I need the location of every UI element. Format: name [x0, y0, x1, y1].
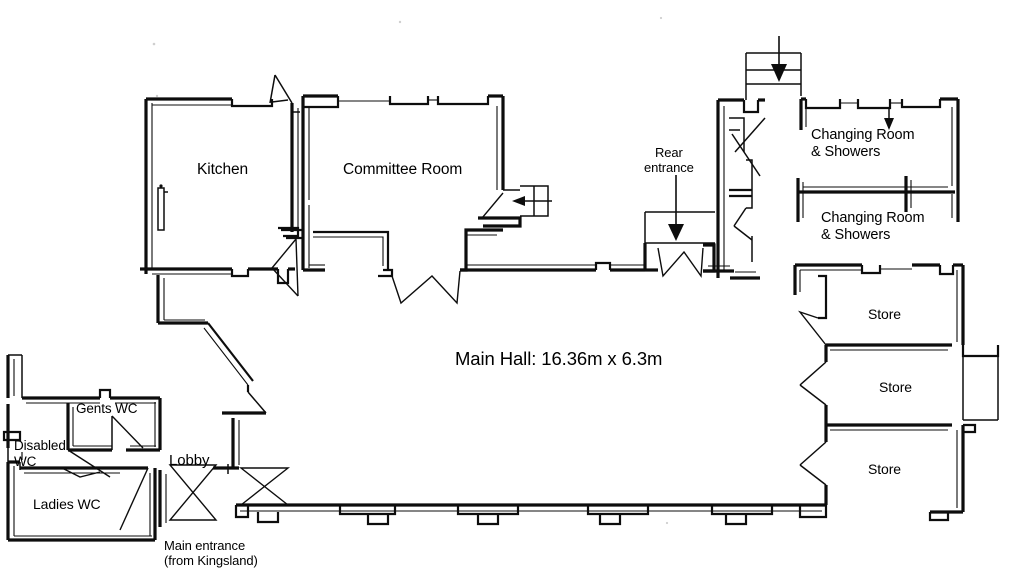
room-label-disabled-wc: Disabled WC — [14, 438, 66, 469]
room-label-lobby: Lobby — [169, 452, 210, 469]
room-label-main-hall: Main Hall: 16.36m x 6.3m — [455, 348, 663, 369]
room-kitchen-walls — [144, 74, 300, 285]
label-main-entrance: Main entrance (from Kingsland) — [164, 538, 258, 568]
top-entrance-group — [745, 36, 802, 100]
room-committee-walls — [281, 94, 528, 278]
room-label-kitchen: Kitchen — [197, 161, 248, 178]
room-label-changing-room-1: Changing Room & Showers — [811, 127, 915, 160]
stores-walls — [793, 263, 1000, 522]
room-label-store-3: Store — [868, 461, 901, 477]
side-entrance — [478, 185, 552, 228]
room-label-store-1: Store — [868, 306, 901, 322]
kitchen-door-swing — [271, 238, 299, 297]
east-spine-walls — [716, 98, 766, 280]
corridor-west-walls — [140, 267, 267, 474]
room-label-changing-room-2: Changing Room & Showers — [821, 210, 925, 243]
lobby-doors — [158, 464, 291, 527]
wc-block-walls — [2, 354, 162, 542]
rear-entrance-group — [643, 175, 734, 279]
room-label-ladies-wc: Ladies WC — [33, 496, 101, 512]
main-hall-south-wall — [234, 503, 828, 526]
room-label-gents-wc: Gents WC — [76, 401, 138, 416]
committee-room-double-door — [391, 270, 461, 305]
changing-rooms-walls — [796, 97, 960, 222]
label-rear-entrance: Rear entrance — [644, 145, 694, 175]
main-hall-north-wall — [528, 261, 645, 272]
room-label-committee-room: Committee Room — [343, 161, 463, 178]
scan-artifacts — [152, 16, 669, 525]
room-label-store-2: Store — [879, 379, 912, 395]
